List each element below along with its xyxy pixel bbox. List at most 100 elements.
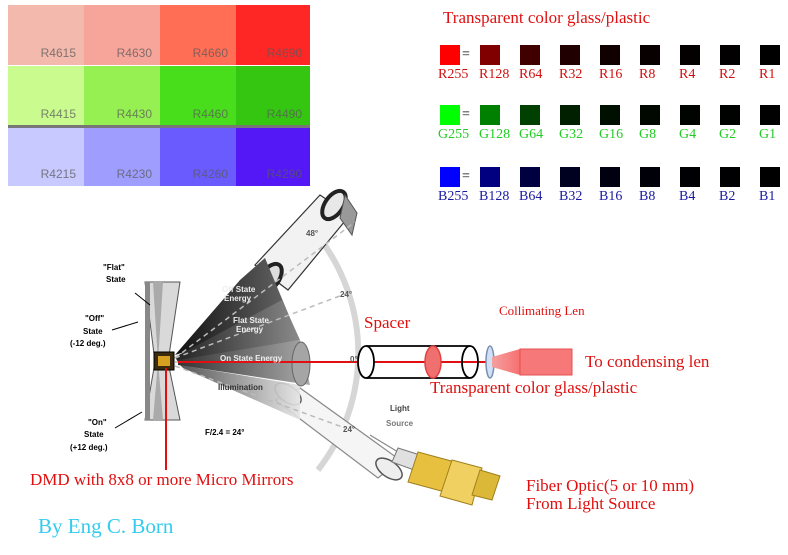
channel-chip-r1 (760, 45, 780, 65)
channel-chip-label: G4 (679, 127, 697, 142)
f-number-label: F/2.4 = 24° (205, 428, 245, 437)
channel-chip-label: B32 (559, 189, 583, 204)
equals-sign: = (462, 107, 470, 122)
gel-swatch-blue-3: R4260 (160, 127, 236, 186)
off-state-label-3: (-12 deg.) (70, 339, 106, 348)
gel-swatch-green-2: R4430 (84, 66, 160, 126)
channel-chip-b64 (520, 167, 540, 187)
channel-chip-label: R8 (639, 67, 656, 82)
channel-chip-label: R2 (719, 67, 736, 82)
gel-swatch-label: R4290 (266, 167, 302, 181)
channel-chip-b4 (680, 167, 700, 187)
illumination-label: Illumination (218, 383, 263, 392)
channel-chip-label: R255 (438, 67, 469, 82)
gel-swatch-green-3: R4460 (160, 66, 236, 126)
cone-flat-label-2: Energy (236, 325, 264, 334)
angle-48-label: 48° (306, 229, 319, 238)
gel-swatch-red-2: R4630 (84, 5, 160, 65)
transparent-glass-label: Transparent color glass/plastic (430, 378, 638, 397)
channel-chip-g2 (720, 105, 740, 125)
channel-chip-label: B16 (599, 189, 623, 204)
gel-swatch-red-1: R4615 (8, 5, 84, 65)
channel-chip-label: B4 (679, 189, 696, 204)
channel-chip-b255 (440, 167, 460, 187)
equals-sign: = (462, 47, 470, 62)
angle-0-label: 0° (350, 355, 358, 364)
off-state-label-2: State (83, 327, 103, 336)
source-label: Source (386, 419, 414, 428)
channel-chip-label: B255 (438, 189, 469, 204)
channel-chip-label: B64 (519, 189, 543, 204)
from-light-source-label: From Light Source (526, 494, 656, 513)
cone-flat-label: Flat State (233, 316, 270, 325)
channel-chip-label: G1 (759, 127, 777, 142)
spacer-cylinder (357, 345, 479, 379)
gel-swatch-blue-1: R4215 (8, 127, 84, 186)
on-state-label: "On" (88, 418, 107, 427)
gel-swatch-green-1: R4415 (8, 66, 84, 126)
channel-chip-label: G2 (719, 127, 737, 142)
gel-swatch-blue-2: R4230 (84, 127, 160, 186)
channel-chip-label: B128 (479, 189, 510, 204)
channel-chip-label: G16 (599, 127, 624, 142)
channel-chip-r16 (600, 45, 620, 65)
channel-chip-g1 (760, 105, 780, 125)
dmd-caption: DMD with 8x8 or more Micro Mirrors (30, 470, 294, 489)
channel-chip-b32 (560, 167, 580, 187)
gel-swatch-label: R4430 (116, 107, 152, 121)
channel-chip-label: B2 (719, 189, 736, 204)
gel-swatch-green-4: R4490 (236, 66, 310, 126)
gel-swatch-label: R4260 (192, 167, 228, 181)
transparent-color-title: Transparent color glass/plastic (443, 8, 651, 27)
channel-chip-b2 (720, 167, 740, 187)
channel-chip-r2 (720, 45, 740, 65)
channel-chip-label: G128 (479, 127, 511, 142)
channel-chip-r64 (520, 45, 540, 65)
channel-chip-label: R16 (599, 67, 623, 82)
flat-state-energy-cone (175, 300, 300, 362)
channel-chip-r32 (560, 45, 580, 65)
angle-24-top-label: 24° (340, 290, 353, 299)
gel-swatch-label: R4415 (40, 107, 76, 121)
gel-swatch-label: R4215 (40, 167, 76, 181)
channel-chip-r128 (480, 45, 500, 65)
channel-chip-g32 (560, 105, 580, 125)
channel-chip-label: R4 (679, 67, 696, 82)
dmd-mirror (144, 281, 181, 421)
channel-chip-label: G32 (559, 127, 584, 142)
channel-chip-label: G64 (519, 127, 544, 142)
fiber-optic-connector (369, 434, 501, 506)
cone-off-label-2: Energy (224, 294, 252, 303)
channel-chip-label: R32 (559, 67, 583, 82)
author-credit: By Eng C. Born (38, 514, 174, 538)
gel-swatch-label: R4460 (192, 107, 228, 121)
channel-chip-g64 (520, 105, 540, 125)
output-beam (492, 348, 573, 376)
channel-chip-label: B1 (759, 189, 776, 204)
channel-chip-b8 (640, 167, 660, 187)
channel-chip-g4 (680, 105, 700, 125)
to-condensing-len-label: To condensing len (585, 352, 710, 371)
cone-on-label: On State Energy (220, 354, 283, 363)
channel-chip-g255 (440, 105, 460, 125)
gel-swatch-label: R4630 (116, 46, 152, 60)
channel-chip-label: R64 (519, 67, 543, 82)
channel-chip-label: B8 (639, 189, 656, 204)
light-label: Light (390, 404, 410, 413)
gel-swatch-label: R4230 (116, 167, 152, 181)
on-state-label-2: State (84, 430, 104, 439)
fiber-optic-label: Fiber Optic(5 or 10 mm) (526, 476, 695, 495)
channel-chip-r255 (440, 45, 460, 65)
channel-chip-label: G8 (639, 127, 657, 142)
gel-swatch-red-4: R4690 (236, 5, 310, 65)
channel-chip-r8 (640, 45, 660, 65)
flat-state-label-2: State (106, 275, 126, 284)
gel-swatch-blue-4: R4290 (236, 127, 310, 186)
on-state-label-3: (+12 deg.) (70, 443, 108, 452)
flat-state-label: "Flat" (103, 263, 125, 272)
channel-chip-g128 (480, 105, 500, 125)
channel-chip-r4 (680, 45, 700, 65)
channel-chip-b1 (760, 167, 780, 187)
equals-sign: = (462, 169, 470, 184)
gel-swatch-label: R4615 (40, 46, 76, 60)
